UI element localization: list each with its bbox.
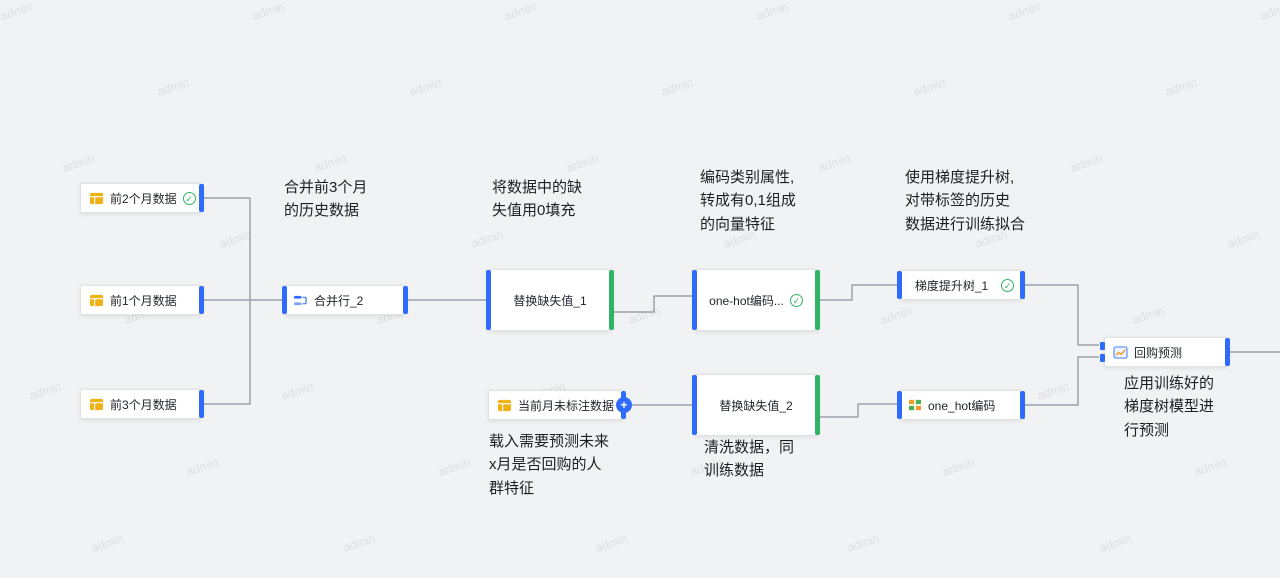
node-onehot-encode-1[interactable]: one-hot编码... ✓ — [692, 269, 820, 331]
edge[interactable] — [202, 300, 251, 405]
output-port[interactable] — [199, 184, 204, 212]
output-port[interactable] — [815, 375, 820, 435]
input-port[interactable] — [897, 391, 902, 419]
node-label: one-hot编码... — [709, 293, 784, 308]
merge-rows-icon — [293, 294, 308, 307]
node-label: 前2个月数据 — [110, 191, 177, 206]
input-port[interactable] — [692, 375, 697, 435]
input-port[interactable] — [1100, 354, 1105, 362]
node-merge-rows[interactable]: 合并行_2 — [282, 285, 408, 315]
node-gbdt-train[interactable]: 梯度提升树_1 ✓ — [897, 270, 1025, 300]
output-port[interactable] — [1020, 271, 1025, 299]
output-port[interactable] — [403, 286, 408, 314]
output-port[interactable] — [815, 270, 820, 330]
input-port[interactable] — [282, 286, 287, 314]
node-prev2-month-data[interactable]: 前2个月数据 ✓ — [80, 183, 204, 213]
data-source-icon — [89, 294, 104, 307]
edge[interactable] — [1024, 284, 1099, 346]
output-port[interactable] — [1225, 338, 1230, 366]
node-current-month-unlabeled-data[interactable]: 当前月未标注数据 + — [488, 390, 632, 420]
node-fill-missing-2[interactable]: 替换缺失值_2 — [692, 374, 820, 436]
node-prev1-month-data[interactable]: 前1个月数据 — [80, 285, 204, 315]
node-fill-missing-1[interactable]: 替换缺失值_1 — [486, 269, 614, 331]
annotation-merge-note: 合并前3个月 的历史数据 — [284, 179, 368, 220]
edge[interactable] — [202, 197, 251, 300]
data-source-icon — [497, 399, 512, 412]
success-check-icon: ✓ — [1001, 278, 1014, 292]
edge[interactable] — [819, 403, 898, 418]
node-repurchase-predict[interactable]: 回购预测 — [1100, 337, 1230, 367]
edge[interactable] — [613, 295, 693, 313]
node-onehot-encode-2[interactable]: one_hot编码 — [897, 390, 1025, 420]
node-label: 回购预测 — [1134, 345, 1183, 360]
annotation-fillna-note: 将数据中的缺 失值用0填充 — [492, 179, 583, 220]
annotation-gbdt-note: 使用梯度提升树, 对带标签的历史 数据进行训练拟合 — [905, 169, 1026, 233]
annotation-predict-note: 应用训练好的 梯度树模型进 行预测 — [1124, 375, 1215, 439]
success-check-icon: ✓ — [182, 191, 196, 205]
annotation-onehot-note: 编码类别属性, 转成有0,1组成 的向量特征 — [700, 169, 796, 233]
onehot-grid-icon — [908, 399, 922, 411]
output-port[interactable] — [199, 390, 204, 418]
input-port[interactable] — [1100, 342, 1105, 350]
output-port[interactable] — [609, 270, 614, 330]
output-port[interactable] — [199, 286, 204, 314]
node-label: 合并行_2 — [314, 293, 364, 308]
node-label: 替换缺失值_1 — [513, 293, 587, 308]
output-port[interactable] — [1020, 391, 1025, 419]
annotation-clean-note: 清洗数据，同 训练数据 — [704, 439, 795, 480]
data-source-icon — [89, 398, 104, 411]
node-label: one_hot编码 — [928, 398, 996, 413]
node-prev3-month-data[interactable]: 前3个月数据 — [80, 389, 204, 419]
input-port[interactable] — [692, 270, 697, 330]
predict-chart-icon — [1113, 345, 1128, 359]
data-source-icon — [89, 192, 104, 205]
node-label: 替换缺失值_2 — [719, 398, 793, 413]
node-label: 前3个月数据 — [110, 397, 177, 412]
edge[interactable] — [819, 284, 898, 301]
node-label: 前1个月数据 — [110, 293, 177, 308]
annotation-load-note: 载入需要预测未来 x月是否回购的人 群特征 — [489, 433, 610, 497]
node-label: 当前月未标注数据 — [518, 398, 615, 413]
edge[interactable] — [1024, 356, 1099, 406]
input-port[interactable] — [897, 271, 902, 299]
success-check-icon: ✓ — [789, 293, 803, 307]
node-label: 梯度提升树_1 — [914, 278, 989, 293]
input-port[interactable] — [486, 270, 491, 330]
add-connection-button[interactable]: + — [616, 397, 632, 413]
